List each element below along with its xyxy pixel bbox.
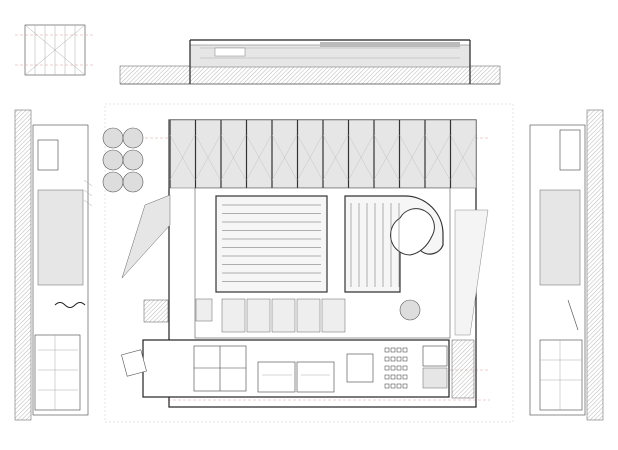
floor-plan xyxy=(102,103,514,423)
tree-symbol xyxy=(122,149,144,171)
spectator-stand xyxy=(271,298,296,333)
spectator-stand xyxy=(296,298,321,333)
desk xyxy=(396,347,402,353)
roof-bracing xyxy=(169,134,196,181)
desk xyxy=(390,374,396,380)
spectator-stand xyxy=(195,298,213,322)
spectator-stand xyxy=(246,298,271,333)
competition-pool xyxy=(215,195,328,293)
tree-symbol xyxy=(102,171,124,193)
desk xyxy=(402,365,408,371)
spectator-stand xyxy=(221,298,246,333)
right-elevation-drawing xyxy=(529,109,604,421)
roof-bracing xyxy=(297,134,323,181)
tree-symbol xyxy=(399,299,421,321)
key-plan xyxy=(15,24,95,76)
tree-symbol xyxy=(102,149,124,171)
left-elevation-drawing xyxy=(14,109,93,421)
roof-bracing xyxy=(348,134,374,181)
roof-bracing xyxy=(271,134,298,181)
desk xyxy=(384,356,390,362)
desk xyxy=(396,365,402,371)
desk xyxy=(396,383,402,389)
roof-bracing xyxy=(373,134,400,181)
desk xyxy=(396,374,402,380)
roof-bracing xyxy=(195,134,221,181)
desk xyxy=(402,374,408,380)
desk xyxy=(390,347,396,353)
desk xyxy=(402,356,408,362)
desk xyxy=(402,383,408,389)
desk xyxy=(390,383,396,389)
desk xyxy=(384,383,390,389)
roof-bracing xyxy=(399,134,425,181)
tree-symbol xyxy=(122,171,144,193)
desk xyxy=(384,347,390,353)
tree-symbol xyxy=(122,127,144,149)
roof-bracing xyxy=(246,134,272,181)
desk xyxy=(390,365,396,371)
desk xyxy=(384,365,390,371)
desk xyxy=(402,347,408,353)
tree-symbol xyxy=(102,127,124,149)
desk xyxy=(384,374,390,380)
roof-bracing xyxy=(450,134,476,181)
desk xyxy=(396,356,402,362)
roof-bracing xyxy=(220,134,247,181)
spectator-stand xyxy=(321,298,346,333)
roof-bracing xyxy=(322,134,349,181)
desk xyxy=(390,356,396,362)
roof-bracing xyxy=(424,134,451,181)
cross-section-drawing xyxy=(119,39,501,85)
